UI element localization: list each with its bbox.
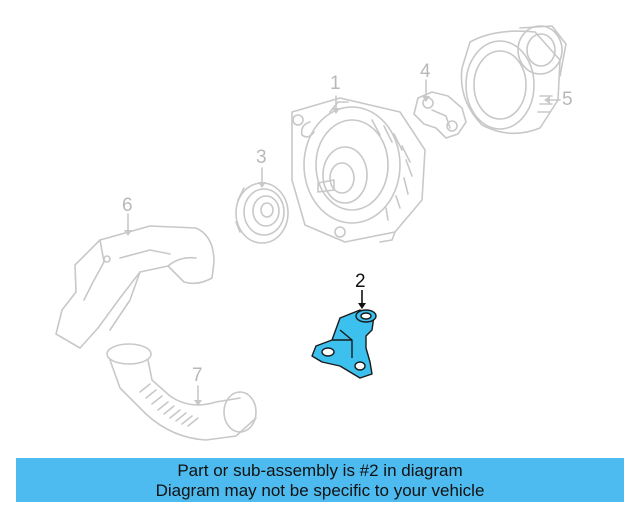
- leader-arrow-2: [358, 303, 366, 309]
- leader-arrow-3: [258, 182, 266, 188]
- leader-arrow-1: [332, 108, 340, 114]
- callout-2: 2: [355, 271, 366, 292]
- callout-4: 4: [420, 61, 431, 82]
- leader-arrow-5: [544, 96, 550, 104]
- banner-line-disclaimer: Diagram may not be specific to your vehi…: [155, 481, 485, 500]
- pulley-part: [235, 182, 289, 244]
- intake-hose-part: [106, 343, 257, 441]
- banner-line-part: Part or sub-assembly is #2 in diagram: [177, 461, 463, 480]
- callout-3: 3: [256, 147, 267, 168]
- highlighted-bracket-part-2: [311, 290, 377, 379]
- callout-1: 1: [330, 73, 341, 94]
- info-banner: Part or sub-assembly is #2 in diagram Di…: [16, 458, 624, 502]
- alternator-part: [291, 97, 426, 243]
- callout-7: 7: [192, 365, 203, 386]
- callout-5: 5: [562, 89, 573, 110]
- air-duct-part: [55, 225, 215, 349]
- callout-6: 6: [122, 195, 133, 216]
- housing-part: [460, 25, 567, 135]
- leader-arrow-6: [124, 230, 132, 236]
- parts-diagram: [55, 25, 567, 441]
- leader-arrow-7: [194, 400, 202, 406]
- leader-arrow-4: [422, 96, 430, 102]
- small-bracket-part: [413, 91, 467, 139]
